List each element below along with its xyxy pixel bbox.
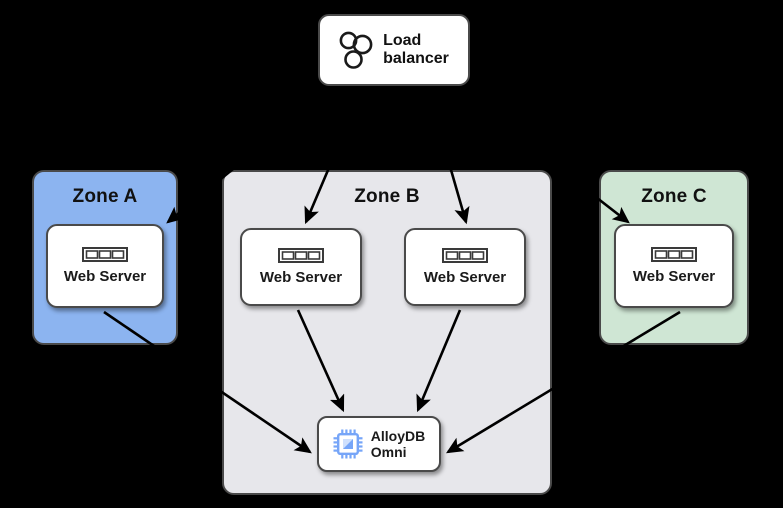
server-rack-icon: [442, 248, 488, 263]
zone-c-title: Zone C: [641, 186, 707, 207]
web-server-zone-a-node[interactable]: Web Server: [46, 224, 164, 308]
alloydb-omni-label-line2: Omni: [370, 444, 407, 460]
web-server-zone-b-1-label: Web Server: [259, 269, 343, 286]
web-server-zone-b-2-node[interactable]: Web Server: [404, 228, 526, 306]
zone-b-title: Zone B: [354, 186, 420, 207]
three-circles-icon: [339, 31, 373, 69]
load-balancer-label-line1: Load: [383, 31, 422, 49]
web-server-zone-a-label: Web Server: [63, 268, 147, 285]
load-balancer-label-line2: balancer: [383, 50, 449, 67]
web-server-zone-b-1-node[interactable]: Web Server: [240, 228, 362, 306]
server-rack-icon: [278, 248, 324, 263]
alloydb-omni-label-line1: AlloyDB: [370, 427, 426, 444]
cpu-chip-icon: [333, 429, 363, 459]
web-server-zone-b-2-label: Web Server: [423, 269, 507, 286]
server-rack-icon: [82, 247, 128, 262]
zone-a-title: Zone A: [72, 186, 138, 207]
web-server-zone-c-node[interactable]: Web Server: [614, 224, 734, 308]
server-rack-icon: [651, 247, 697, 262]
web-server-zone-c-label: Web Server: [632, 268, 716, 285]
